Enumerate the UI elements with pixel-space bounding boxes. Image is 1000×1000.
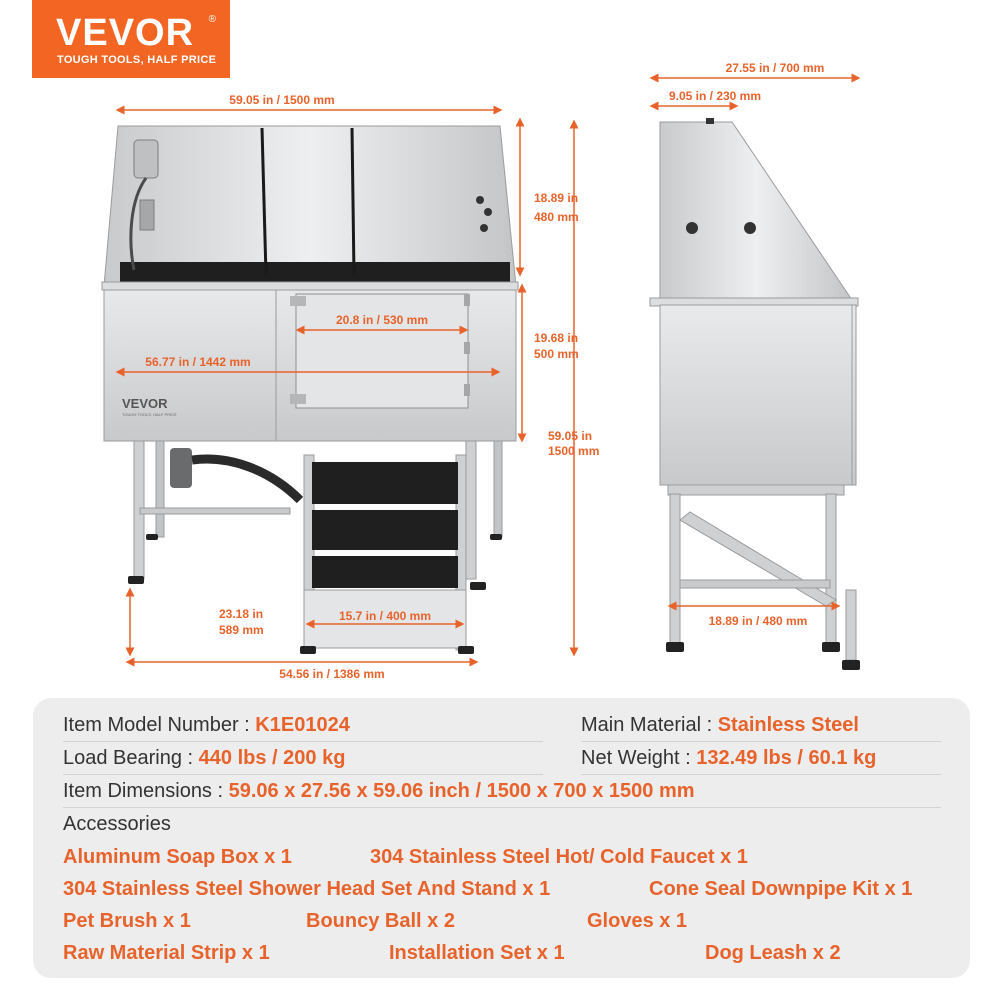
spec-weight-value: 132.49 lbs / 60.1 kg xyxy=(696,747,877,769)
door-latch xyxy=(290,394,306,404)
accessory-item: Installation Set x 1 xyxy=(389,942,565,964)
cabinet-door xyxy=(295,293,469,409)
logo-tagline: TOUGH TOOLS, HALF PRICE xyxy=(57,54,217,66)
dim-step-width: 15.7 in / 400 mm xyxy=(339,609,431,623)
dim-base-width: 54.56 in / 1386 mm xyxy=(279,667,384,681)
dim-cabinet-height-1: 19.68 in xyxy=(534,331,578,345)
dim-tub-depth-1: 18.89 in xyxy=(534,191,578,205)
divider xyxy=(63,741,543,742)
divider xyxy=(63,807,941,808)
door-hinge xyxy=(464,342,470,354)
side-hole xyxy=(686,222,698,234)
drain-pipe xyxy=(170,448,192,488)
shower-head xyxy=(129,139,159,271)
leg-foot xyxy=(128,576,144,584)
dim-tub-depth-2: 480 mm xyxy=(534,210,579,224)
accessory-item: 304 Stainless Steel Shower Head Set And … xyxy=(63,878,551,900)
spec-panel: Item Model Number : K1E01024 Main Materi… xyxy=(33,698,970,978)
side-view: 27.55 in / 700 mm 9.05 in / 230 mm 18.89… xyxy=(649,61,861,670)
dim-cabinet-height-2: 500 mm xyxy=(534,347,579,361)
leg-crossbar xyxy=(139,507,291,515)
dim-total-height-1: 59.05 in xyxy=(548,429,592,443)
side-leg xyxy=(669,493,681,645)
brand-logo: VEVOR ® TOUGH TOOLS, HALF PRICE xyxy=(32,0,230,78)
accessory-item: 304 Stainless Steel Hot/ Cold Faucet x 1 xyxy=(370,846,748,868)
side-cabinet xyxy=(659,304,857,486)
leg-foot xyxy=(470,582,486,590)
side-ramp-brace xyxy=(679,511,837,607)
tub-leg xyxy=(493,440,503,538)
door-hinge xyxy=(464,384,470,396)
side-backsplash xyxy=(659,121,853,301)
spec-load-label: Load Bearing : xyxy=(63,747,199,769)
tub-inner-floor xyxy=(120,262,510,282)
spec-accessories-heading: Accessories xyxy=(63,814,171,834)
accessory-item: Raw Material Strip x 1 xyxy=(63,942,270,964)
drain-hole xyxy=(480,224,488,232)
spec-material: Main Material : Stainless Steel xyxy=(581,715,859,735)
dim-door-width: 20.8 in / 530 mm xyxy=(336,313,428,327)
accessory-item: Bouncy Ball x 2 xyxy=(306,910,455,932)
spec-weight: Net Weight : 132.49 lbs / 60.1 kg xyxy=(581,748,876,768)
divider xyxy=(63,774,543,775)
spec-dimensions-label: Item Dimensions : xyxy=(63,780,229,802)
logo-registered-mark: ® xyxy=(208,14,216,25)
product-dimension-drawing: VEVOR TOUGH TOOLS, HALF PRICE 59.05 in /… xyxy=(101,61,861,681)
tub-leg xyxy=(155,440,165,538)
accessory-item: Cone Seal Downpipe Kit x 1 xyxy=(649,878,913,900)
logo-brand-text: VEVOR xyxy=(56,12,195,54)
dim-back-depth: 9.05 in / 230 mm xyxy=(669,89,761,103)
drain-hole xyxy=(476,196,484,204)
accessory-item: Dog Leash x 2 xyxy=(705,942,841,964)
tub-strap xyxy=(260,127,268,276)
spec-model-label: Item Model Number : xyxy=(63,714,256,736)
dim-side-depth: 27.55 in / 700 mm xyxy=(726,61,825,75)
tub-leg xyxy=(465,440,477,580)
spec-material-label: Main Material : xyxy=(581,714,718,736)
divider xyxy=(581,774,941,775)
leg-foot xyxy=(490,534,502,540)
tub-strap xyxy=(350,127,356,276)
side-hole xyxy=(744,222,756,234)
dim-top-width: 59.05 in / 1500 mm xyxy=(229,93,334,107)
divider xyxy=(581,741,941,742)
product-logo-text: VEVOR xyxy=(122,396,168,411)
spec-model-value: K1E01024 xyxy=(255,714,350,736)
dim-total-height-2: 1500 mm xyxy=(548,444,599,458)
dim-inner-width: 56.77 in / 1442 mm xyxy=(145,355,250,369)
spec-material-value: Stainless Steel xyxy=(717,714,859,736)
leg-foot xyxy=(146,534,158,540)
door-latch xyxy=(290,296,306,306)
accessory-item: Gloves x 1 xyxy=(587,910,688,932)
dim-stand-depth: 18.89 in / 480 mm xyxy=(709,614,808,628)
accessories-label: Accessories xyxy=(63,813,171,835)
spec-model: Item Model Number : K1E01024 xyxy=(63,715,350,735)
drain-hose xyxy=(191,454,304,504)
spec-weight-label: Net Weight : xyxy=(581,747,697,769)
side-leg xyxy=(825,493,837,645)
product-logo-tagline: TOUGH TOOLS, HALF PRICE xyxy=(122,412,177,417)
front-view: VEVOR TOUGH TOOLS, HALF PRICE 59.05 in /… xyxy=(101,93,599,681)
accessory-item: Pet Brush x 1 xyxy=(63,910,191,932)
dim-leg-height-1: 23.18 in xyxy=(219,607,263,621)
tub-lip xyxy=(101,281,519,291)
pet-ramp xyxy=(300,454,474,654)
door-hinge xyxy=(464,294,470,306)
dim-leg-height-2: 589 mm xyxy=(219,623,264,637)
spec-dimensions: Item Dimensions : 59.06 x 27.56 x 59.06 … xyxy=(63,781,695,801)
spec-dimensions-value: 59.06 x 27.56 x 59.06 inch / 1500 x 700 … xyxy=(228,780,695,802)
accessory-item: Aluminum Soap Box x 1 xyxy=(63,846,292,868)
drain-hole xyxy=(484,208,492,216)
spec-load-value: 440 lbs / 200 kg xyxy=(198,747,346,769)
spec-load: Load Bearing : 440 lbs / 200 kg xyxy=(63,748,345,768)
